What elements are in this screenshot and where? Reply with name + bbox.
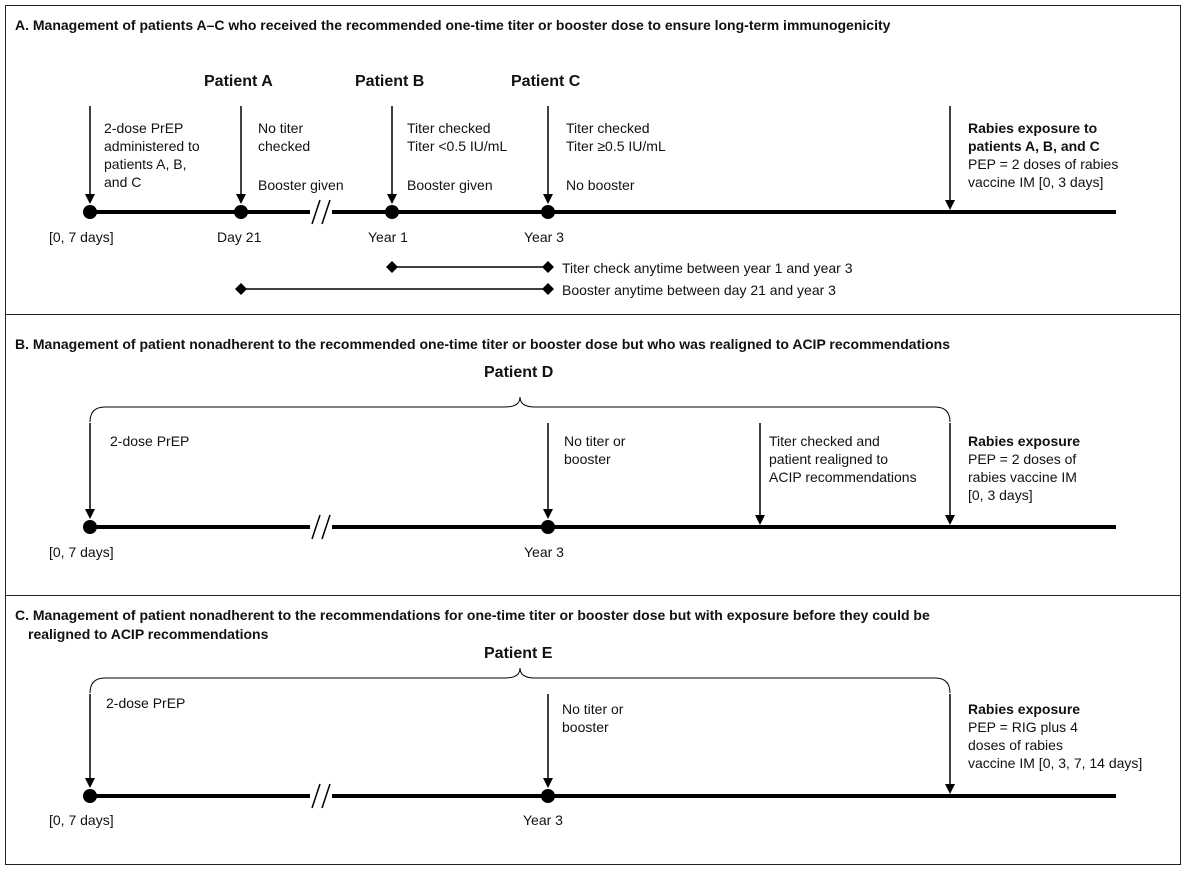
axis-break-icon — [310, 199, 332, 225]
panel-b: B. Management of patient nonadherent to … — [5, 314, 1181, 596]
panel-a-timeline — [83, 106, 1116, 295]
range-booster-label: Booster anytime between day 21 and year … — [562, 282, 836, 298]
panel-c-timeline — [83, 667, 1116, 809]
note-no-titer: No titer or booster — [562, 701, 624, 735]
panel-c-title-line2: realigned to ACIP recommendations — [28, 626, 269, 642]
tick-label-0: [0, 7 days] — [49, 544, 114, 560]
patient-c-label: Patient C — [511, 73, 581, 90]
panel-c: C. Management of patient nonadherent to … — [5, 595, 1181, 865]
note-exposure: PEP = 2 doses of rabies vaccine IM [0, 3… — [968, 156, 1119, 190]
panel-c-title-line1: C. Management of patient nonadherent to … — [15, 607, 930, 623]
axis-break-icon — [310, 514, 332, 540]
timepoint-marker-0 — [83, 520, 97, 534]
tick-label-year1: Year 1 — [368, 229, 408, 245]
note-exposure-heading: Rabies exposure — [968, 701, 1081, 717]
note-exposure-heading: Rabies exposure — [968, 433, 1081, 449]
panel-a: A. Management of patients A–C who receiv… — [5, 5, 1181, 315]
note-exposure: PEP = 2 doses of rabies vaccine IM [0, 3… — [968, 451, 1077, 503]
note-realign: Titer checked and patient realigned to A… — [769, 433, 917, 485]
tick-label-year3: Year 3 — [523, 812, 563, 828]
note-prep: 2-dose PrEP administered to patients A, … — [104, 120, 200, 190]
range-titer — [386, 261, 554, 273]
note-patient-c: Titer checked Titer ≥0.5 IU/mL — [566, 120, 666, 154]
tick-label-day21: Day 21 — [217, 229, 262, 245]
timepoint-marker-year3 — [541, 520, 555, 534]
note-patient-a: No titer checked — [258, 120, 311, 154]
axis-break-icon — [310, 783, 332, 809]
patient-d-label: Patient D — [484, 364, 554, 381]
tick-label-0: [0, 7 days] — [49, 229, 114, 245]
note-exposure-heading: Rabies exposure to patients A, B, and C — [968, 120, 1100, 154]
patient-e-brace — [89, 667, 951, 694]
note-patient-a-booster: Booster given — [258, 177, 344, 193]
note-prep: 2-dose PrEP — [106, 695, 186, 711]
timepoint-marker-year3 — [541, 205, 555, 219]
patient-d-brace — [89, 396, 951, 423]
timepoint-marker-year1 — [385, 205, 399, 219]
note-exposure: PEP = RIG plus 4 doses of rabies vaccine… — [968, 719, 1143, 771]
patient-b-label: Patient B — [355, 73, 425, 90]
patient-a-label: Patient A — [204, 73, 273, 90]
tick-label-year3: Year 3 — [524, 229, 564, 245]
tick-label-year3: Year 3 — [524, 544, 564, 560]
timepoint-marker-0 — [83, 205, 97, 219]
range-booster — [235, 283, 554, 295]
timepoint-marker-0 — [83, 789, 97, 803]
timepoint-marker-day21 — [234, 205, 248, 219]
timepoint-marker-year3 — [541, 789, 555, 803]
note-patient-b: Titer checked Titer <0.5 IU/mL — [407, 120, 508, 154]
tick-label-0: [0, 7 days] — [49, 812, 114, 828]
panel-b-timeline — [83, 396, 1116, 540]
note-patient-c-booster: No booster — [566, 177, 635, 193]
range-titer-label: Titer check anytime between year 1 and y… — [562, 260, 853, 276]
note-patient-b-booster: Booster given — [407, 177, 493, 193]
panel-b-title: B. Management of patient nonadherent to … — [15, 336, 951, 352]
patient-e-label: Patient E — [484, 645, 553, 662]
panel-a-title: A. Management of patients A–C who receiv… — [15, 17, 891, 33]
note-no-titer: No titer or booster — [564, 433, 626, 467]
note-prep: 2-dose PrEP — [110, 433, 190, 449]
